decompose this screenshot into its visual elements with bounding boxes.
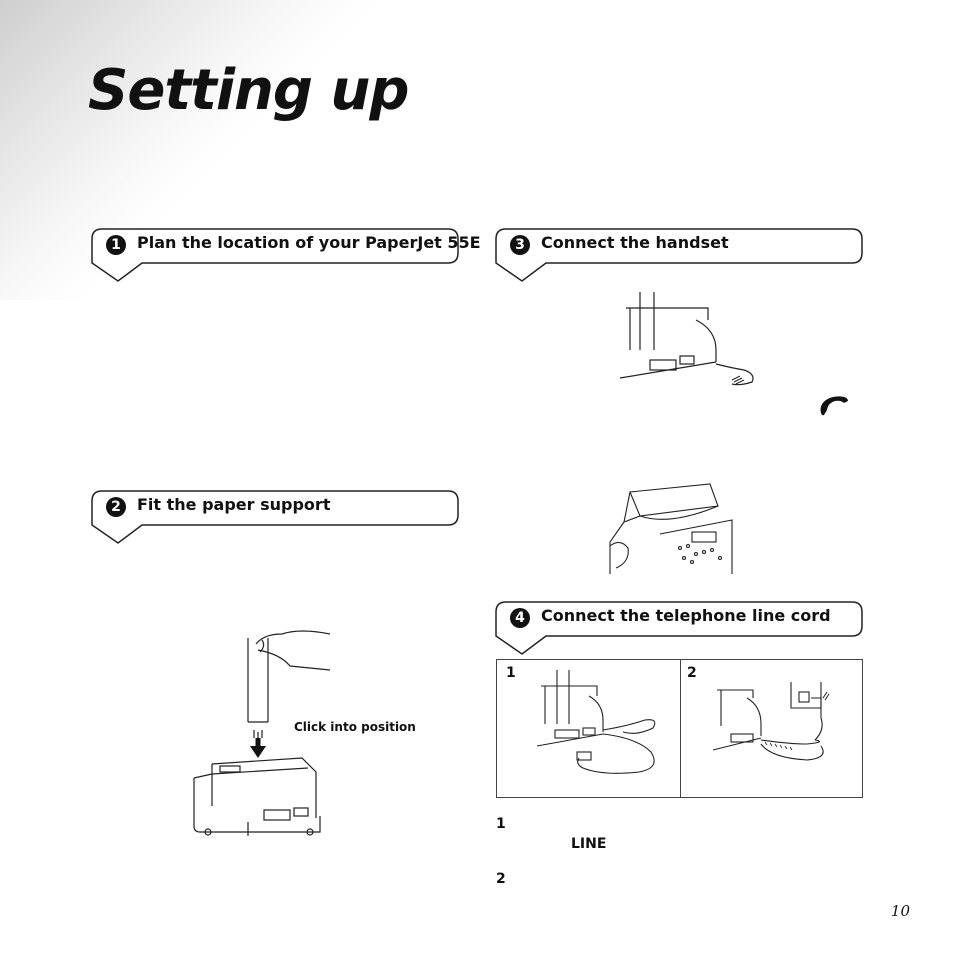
section-1-heading: 1 Plan the location of your PaperJet 55E bbox=[90, 228, 481, 284]
step-2-number: 2 bbox=[496, 871, 506, 887]
step-1-keyword-line: LINE bbox=[571, 836, 607, 852]
callout-frame bbox=[91, 490, 459, 544]
section-3-heading: 3 Connect the handset bbox=[494, 228, 864, 284]
paper-support-illustration bbox=[193, 630, 331, 836]
line-cord-figure-panel: 1 2 bbox=[496, 659, 863, 798]
line-cord-step-1-illustration bbox=[536, 670, 656, 774]
page-title: Setting up bbox=[88, 58, 409, 123]
section-title: Plan the location of your PaperJet 55E bbox=[137, 233, 481, 252]
section-4-heading: 4 Connect the telephone line cord bbox=[494, 601, 864, 657]
callout-frame bbox=[495, 228, 863, 282]
step-1-number: 1 bbox=[496, 816, 506, 832]
handset-connection-illustration bbox=[620, 292, 754, 386]
panel-label-1: 1 bbox=[506, 665, 516, 681]
section-title: Connect the handset bbox=[541, 233, 729, 252]
paper-support-caption: Click into position bbox=[294, 720, 416, 734]
line-cord-step-2-illustration bbox=[712, 682, 830, 761]
section-number: 1 bbox=[106, 235, 126, 255]
page-number: 10 bbox=[890, 902, 910, 920]
section-title: Fit the paper support bbox=[137, 495, 331, 514]
callout-frame bbox=[495, 601, 863, 655]
section-number: 3 bbox=[510, 235, 530, 255]
fax-machine-illustration bbox=[609, 483, 733, 574]
panel-divider bbox=[680, 660, 681, 797]
section-2-heading: 2 Fit the paper support bbox=[90, 490, 460, 546]
panel-label-2: 2 bbox=[687, 665, 697, 681]
phone-handset-icon bbox=[820, 396, 848, 416]
section-number: 2 bbox=[106, 497, 126, 517]
section-number: 4 bbox=[510, 608, 530, 628]
callout-frame bbox=[91, 228, 459, 282]
section-title: Connect the telephone line cord bbox=[541, 606, 831, 625]
